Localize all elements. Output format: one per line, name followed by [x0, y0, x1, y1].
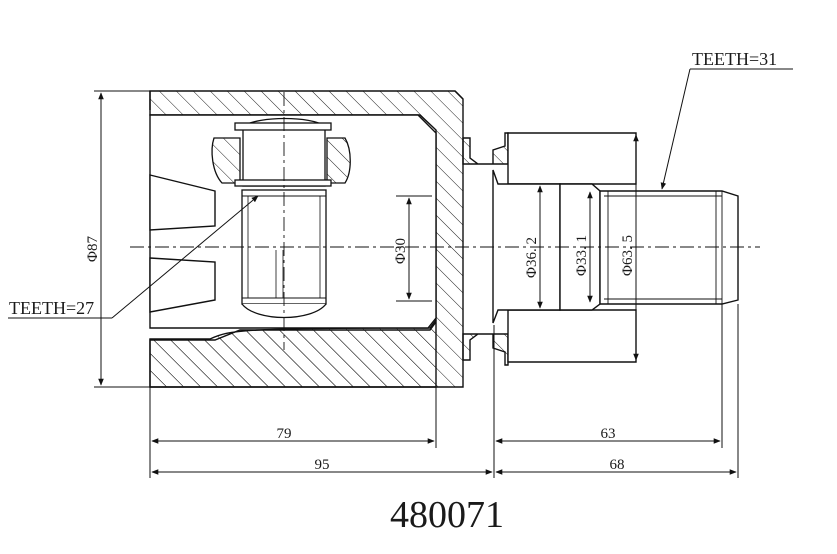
dim-dia-87: Φ87	[85, 236, 101, 262]
dim-length-68: 68	[610, 457, 625, 473]
housing-top-step	[149, 90, 464, 110]
teeth-inner-label: TEETH=27	[9, 298, 94, 318]
part-number: 480071	[390, 494, 504, 536]
dim-length-95: 95	[315, 457, 330, 473]
dim-length-63: 63	[601, 426, 616, 442]
teeth-outer-label: TEETH=31	[692, 49, 777, 69]
shaft-flange	[462, 132, 509, 165]
roller-right	[326, 137, 351, 184]
dim-dia-33-1: Φ33. 1	[574, 235, 590, 276]
stub-shaft	[462, 132, 739, 366]
housing-cone-lower	[149, 257, 216, 313]
housing-bottom-wall	[149, 319, 437, 388]
center-lines	[130, 92, 760, 350]
shaft-flange-lower	[462, 333, 509, 366]
dim-dia-36-2: Φ36. 2	[524, 237, 540, 278]
shaft-body	[507, 132, 637, 185]
roller-flange-bottom	[234, 179, 332, 187]
roller-flange-top	[234, 122, 332, 131]
dim-dia-30: Φ30	[393, 238, 409, 264]
dim-length-79: 79	[277, 426, 292, 442]
housing-cone	[149, 174, 216, 231]
dim-dia-63-5: Φ63. 5	[620, 235, 636, 276]
shaft-body-lower	[507, 309, 637, 363]
labels: Φ87 Φ30 Φ36. 2 Φ33. 1 Φ63. 5 79 95 63 68…	[9, 49, 777, 536]
dimensions	[8, 68, 793, 478]
